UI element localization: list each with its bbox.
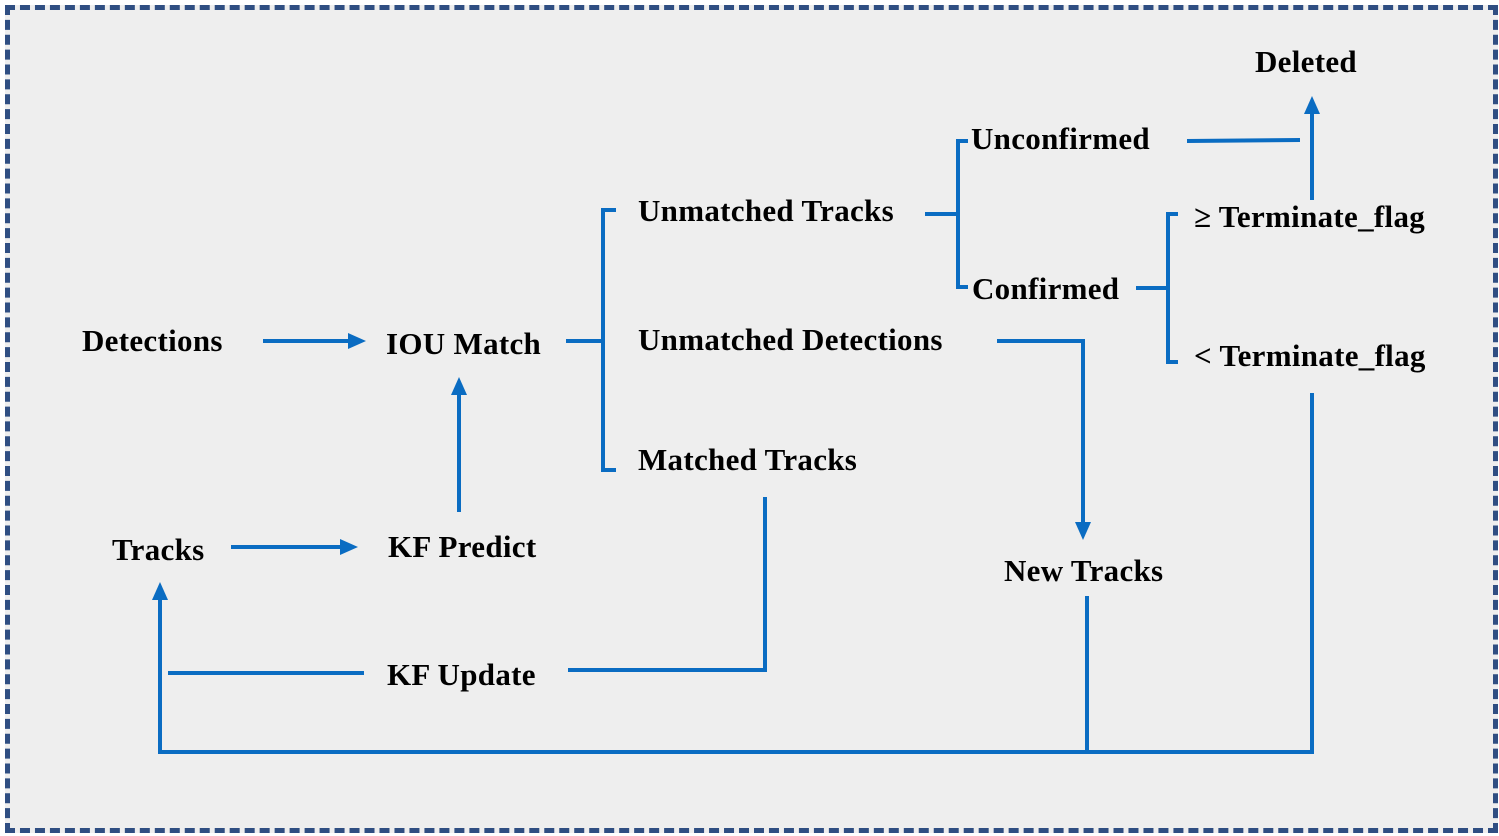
node-confirmed: Confirmed	[972, 271, 1120, 306]
bracket-iou-outcomes	[601, 208, 616, 472]
bracket-track-state	[956, 139, 968, 289]
node-iou-match: IOU Match	[386, 326, 542, 361]
edge-lt-terminate-return	[158, 393, 1314, 754]
arrowhead-iou-match	[348, 333, 366, 349]
node-kf-update: KF Update	[387, 657, 536, 692]
node-unmatched-tracks: Unmatched Tracks	[638, 193, 894, 228]
node-unconfirmed: Unconfirmed	[971, 121, 1150, 156]
arrowhead-new-tracks	[1075, 522, 1091, 540]
arrowhead-tracks	[152, 582, 168, 600]
node-new-tracks: New Tracks	[1004, 553, 1164, 588]
edge-matched-tracks-to-kf-update	[568, 497, 767, 672]
node-unmatched-detections: Unmatched Detections	[638, 322, 943, 357]
node-lt-terminate-flag: < Terminate_flag	[1194, 338, 1426, 373]
arrowhead-kf-predict	[340, 539, 358, 555]
node-kf-predict: KF Predict	[388, 529, 537, 564]
node-ge-terminate-flag: ≥ Terminate_flag	[1194, 199, 1426, 234]
bracket-terminate-flag	[1166, 212, 1178, 364]
node-matched-tracks: Matched Tracks	[638, 442, 858, 477]
node-tracks: Tracks	[112, 532, 205, 567]
arrowhead-iou-match-up	[451, 377, 467, 395]
edge-unconfirmed-to-deleted	[1186, 138, 1301, 143]
dashed-frame	[5, 5, 1498, 833]
edge-unmatched-detections-to-new-tracks	[997, 339, 1085, 524]
node-detections: Detections	[82, 323, 223, 358]
node-deleted: Deleted	[1255, 44, 1357, 79]
arrowhead-deleted	[1304, 96, 1320, 114]
